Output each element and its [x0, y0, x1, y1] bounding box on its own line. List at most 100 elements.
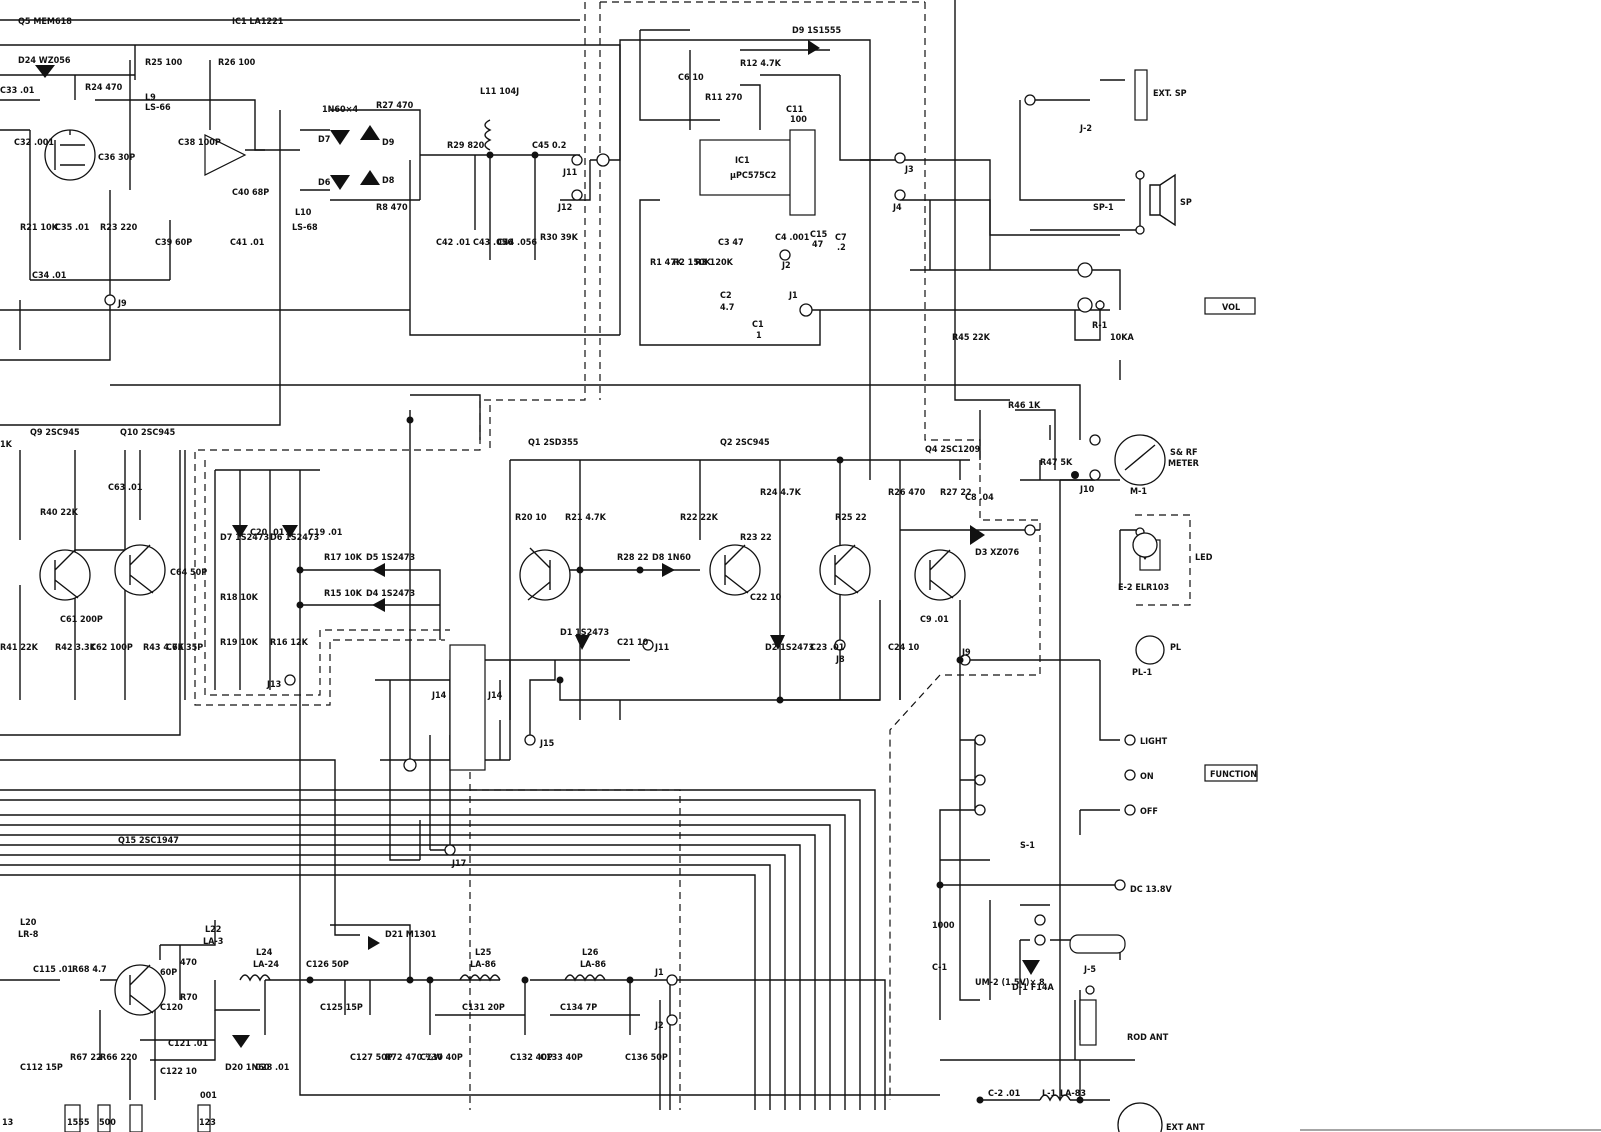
label-q1: Q1 2SD355 — [528, 438, 579, 448]
diode-d6 — [330, 175, 350, 190]
label-c122: C122 10 — [160, 1067, 197, 1077]
label-q9: Q9 2SC945 — [30, 428, 80, 438]
label-dc: DC 13.8V — [1130, 885, 1172, 895]
inductor-l25 — [459, 974, 501, 982]
label-r1: R1 47K — [650, 258, 683, 268]
transistor-q15 — [114, 964, 166, 1016]
label-l26b: LA-86 — [580, 960, 606, 970]
label-j3: J3 — [904, 165, 914, 175]
label-c23: C23 .01 — [810, 643, 845, 653]
label-c7: C7 — [835, 233, 847, 243]
label-d4: D4 1S2473 — [366, 589, 415, 599]
label-d24: D24 WZ056 — [18, 56, 71, 66]
label-d1-f14a: D-1 F14A — [1012, 983, 1055, 993]
label-c41: C41 .01 — [230, 238, 265, 248]
label-q4: Q4 2SC1209 — [925, 445, 981, 455]
label-l25b: LA-86 — [470, 960, 496, 970]
label-c2v: 4.7 — [720, 303, 734, 313]
label-c3: C3 47 — [718, 238, 744, 248]
label-c65: C65 35P — [166, 643, 203, 653]
label-c7v: .2 — [837, 243, 846, 253]
label-pl1: PL-1 — [1132, 668, 1152, 678]
components-boxes — [64, 69, 1258, 1132]
diode-d9 — [360, 125, 380, 140]
inductor-l24 — [239, 974, 271, 982]
label-la83: LA-83 — [1060, 1089, 1086, 1099]
label-off: OFF — [1140, 807, 1158, 817]
label-r26: R26 100 — [218, 58, 256, 68]
label-l11: L11 104J — [480, 87, 519, 97]
label-l22: L22 — [205, 925, 221, 935]
label-c39: C39 60P — [155, 238, 192, 248]
transistors — [39, 129, 966, 1016]
label-c131: C131 20P — [462, 1003, 505, 1013]
label-r29: R29 820 — [447, 141, 485, 151]
label-c127: C127 50P — [350, 1053, 393, 1063]
label-l26: L26 — [582, 948, 599, 958]
inductor-l11 — [484, 119, 492, 151]
label-r67: R67 22 — [70, 1053, 102, 1063]
label-r21: R21 10K — [20, 223, 59, 233]
label-sp: SP — [1180, 198, 1192, 208]
bottom-tag-2 — [97, 1104, 111, 1132]
label-r15: R15 10K — [324, 589, 363, 599]
label-pl: PL — [1170, 643, 1181, 653]
transistor-q2 — [709, 544, 761, 596]
label-r24b: R24 4.7K — [760, 488, 802, 498]
label-c64: C64 50P — [170, 568, 207, 578]
label-j9b: J9 — [961, 648, 971, 658]
label-c8: C8 .04 — [965, 493, 994, 503]
diode-d1 — [575, 635, 590, 650]
label-r47: R47 5K — [1040, 458, 1073, 468]
label-c1v: 1 — [756, 331, 762, 341]
labels-top: Q5 MEM618 IC1 LA1221 D24 WZ056 R24 470 L… — [0, 17, 914, 341]
label-l20b: LR-8 — [18, 930, 39, 940]
label-j15: J15 — [539, 739, 555, 749]
inductors-meter — [239, 119, 1176, 1102]
label-j10: J10 — [1079, 485, 1095, 495]
labels-bottom: L20 LR-8 C115 .01 R68 4.7 C120 60P R70 4… — [2, 918, 668, 1128]
label-r30: R30 39K — [540, 233, 579, 243]
label-c112: C112 15P — [20, 1063, 63, 1073]
label-b3: 500 — [99, 1118, 116, 1128]
connector-j14 — [449, 644, 486, 771]
label-c22: C22 10 — [750, 593, 782, 603]
label-r40: R40 22K — [40, 508, 79, 518]
label-c11v: 100 — [790, 115, 807, 125]
diode-d6b — [282, 525, 298, 538]
label-j9a: J9 — [117, 299, 127, 309]
label-diodes: 1N60×4 — [322, 105, 358, 115]
bottom-tag-3 — [129, 1104, 143, 1132]
label-ic1b: μPC575C2 — [730, 171, 776, 181]
diode-d7b — [232, 525, 248, 538]
label-r11: R11 270 — [705, 93, 743, 103]
label-c63: C63 .01 — [108, 483, 143, 493]
diode-d8 — [360, 170, 380, 185]
diodes — [35, 40, 1155, 1048]
diode-d2 — [770, 635, 785, 650]
diode-d8b — [662, 563, 675, 577]
label-r8: R8 470 — [376, 203, 408, 213]
label-d5: D5 1S2473 — [366, 553, 415, 563]
label-c24: C24 10 — [888, 643, 920, 653]
label-b5: 001 — [200, 1091, 217, 1101]
label-r66: R66 220 — [100, 1053, 138, 1063]
diode-d21 — [368, 936, 380, 950]
label-l10b: LS-68 — [292, 223, 318, 233]
label-d20: D20 1N60 — [225, 1063, 270, 1073]
shield-outlines — [194, 1, 1191, 1110]
label-r22: R22 22K — [680, 513, 719, 523]
label-c130: C130 40P — [420, 1053, 463, 1063]
label-ic1-la: IC1 LA1221 — [232, 17, 284, 27]
label-b4: 123 — [199, 1118, 216, 1128]
vol-label-box — [1204, 297, 1256, 315]
label-r46: R46 1K — [1008, 401, 1041, 411]
label-j14a: J14 — [431, 691, 447, 701]
label-r1-pot: R-1 — [1092, 321, 1108, 331]
label-function: FUNCTION — [1210, 770, 1257, 780]
label-rod-ant: ROD ANT — [1127, 1033, 1169, 1043]
label-c115: C115 .01 — [33, 965, 73, 975]
label-c2: C2 — [720, 291, 732, 301]
label-r1-val: 10KA — [1110, 333, 1135, 343]
